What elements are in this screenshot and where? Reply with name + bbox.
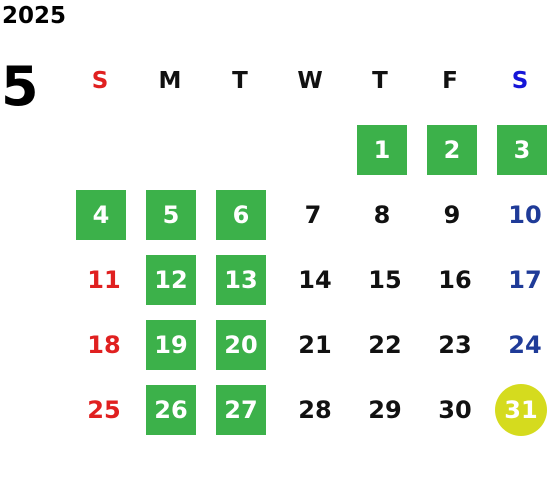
day-cell[interactable]: 27 — [216, 385, 266, 435]
day-cell[interactable]: 16 — [438, 266, 472, 294]
calendar-grid: S M T W T F S 1 2 3 4 5 6 7 8 9 10 11 12… — [70, 62, 548, 436]
weekday-sat: S — [511, 68, 529, 94]
day-cell[interactable]: 12 — [146, 255, 196, 305]
day-cell[interactable]: 8 — [373, 201, 391, 229]
day-cell[interactable]: 15 — [368, 266, 402, 294]
weekday-header: S M T W T F S — [70, 62, 548, 100]
day-cell[interactable]: 22 — [368, 331, 402, 359]
month-number: 5 — [1, 55, 39, 118]
day-cell[interactable]: 11 — [87, 266, 121, 294]
day-cell[interactable]: 14 — [298, 266, 332, 294]
weekday-fri: F — [442, 68, 458, 94]
day-cell[interactable]: 29 — [368, 396, 402, 424]
day-cell[interactable]: 2 — [427, 125, 477, 175]
day-cell[interactable]: 6 — [216, 190, 266, 240]
week-row: 4 5 6 7 8 9 10 — [70, 190, 548, 255]
day-cell[interactable]: 13 — [216, 255, 266, 305]
day-cell[interactable]: 25 — [87, 396, 121, 424]
day-cell[interactable]: 7 — [304, 201, 322, 229]
day-cell[interactable]: 17 — [508, 266, 542, 294]
today-day-cell[interactable]: 31 — [495, 384, 547, 436]
year-label: 2025 — [2, 3, 67, 29]
day-cell[interactable]: 24 — [508, 331, 542, 359]
weekday-thu: T — [372, 68, 388, 94]
day-cell[interactable]: 18 — [87, 331, 121, 359]
day-cell[interactable]: 21 — [298, 331, 332, 359]
weekday-sun: S — [91, 68, 109, 94]
day-cell[interactable]: 4 — [76, 190, 126, 240]
day-cell[interactable]: 30 — [438, 396, 472, 424]
day-cell[interactable]: 1 — [357, 125, 407, 175]
weekday-tue: T — [232, 68, 248, 94]
day-cell[interactable]: 23 — [438, 331, 472, 359]
day-cell[interactable]: 5 — [146, 190, 196, 240]
day-cell[interactable]: 9 — [443, 201, 461, 229]
day-cell[interactable]: 10 — [508, 201, 542, 229]
week-row: 25 26 27 28 29 30 31 — [70, 384, 548, 450]
week-row: 11 12 13 14 15 16 17 — [70, 255, 548, 320]
week-row: 1 2 3 — [70, 125, 548, 190]
weekday-mon: M — [158, 68, 182, 94]
day-cell[interactable]: 20 — [216, 320, 266, 370]
day-cell[interactable]: 3 — [497, 125, 547, 175]
weekday-wed: W — [297, 68, 323, 94]
day-cell[interactable]: 19 — [146, 320, 196, 370]
day-cell[interactable]: 28 — [298, 396, 332, 424]
week-row: 18 19 20 21 22 23 24 — [70, 320, 548, 385]
day-cell[interactable]: 26 — [146, 385, 196, 435]
